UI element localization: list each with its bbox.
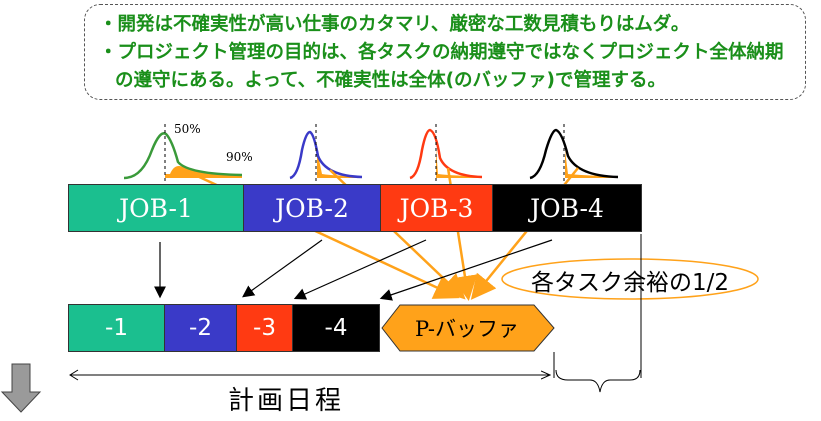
note-line-2: ・プロジェクト管理の目的は、各タスクの納期遵守ではなくプロジェクト全体納期 bbox=[99, 42, 784, 63]
note-box: ・開発は不確実性が高い仕事のカタマリ、厳密な工数見積もりはムダ。 ・プロジェクト… bbox=[84, 4, 806, 100]
callout-text: 各タスク余裕の1/2 bbox=[530, 270, 729, 296]
note-line-3: の遵守にある。よって、不確実性は全体(のバッファ)で管理する。 bbox=[115, 70, 667, 91]
job-bar-3: JOB-3 bbox=[380, 184, 493, 232]
callout-ellipse bbox=[501, 258, 759, 300]
curve-job2 bbox=[289, 124, 363, 184]
curve-job4 bbox=[529, 124, 619, 184]
buffer-label: P-バッファ bbox=[414, 317, 520, 341]
job-bar-4: JOB-4 bbox=[492, 184, 642, 232]
schedule-bar-1: -1 bbox=[68, 304, 165, 352]
label-50: 50% bbox=[174, 122, 201, 136]
schedule-bar-2: -2 bbox=[164, 304, 237, 352]
note-line-1: ・開発は不確実性が高い仕事のカタマリ、厳密な工数見積もりはムダ。 bbox=[99, 14, 690, 35]
job-bar-2: JOB-2 bbox=[243, 184, 381, 232]
curve-job3 bbox=[409, 124, 483, 184]
buffer-brace bbox=[555, 369, 641, 393]
down-arrow-icon bbox=[0, 363, 42, 413]
job-bar-1: JOB-1 bbox=[68, 184, 244, 232]
schedule-bar-3: -3 bbox=[236, 304, 293, 352]
label-90: 90% bbox=[226, 150, 253, 164]
buffer-shape bbox=[381, 304, 555, 352]
schedule-bar-4: -4 bbox=[292, 304, 380, 352]
plan-label: 計画日程 bbox=[228, 386, 345, 416]
schedule-arrows bbox=[154, 239, 553, 301]
